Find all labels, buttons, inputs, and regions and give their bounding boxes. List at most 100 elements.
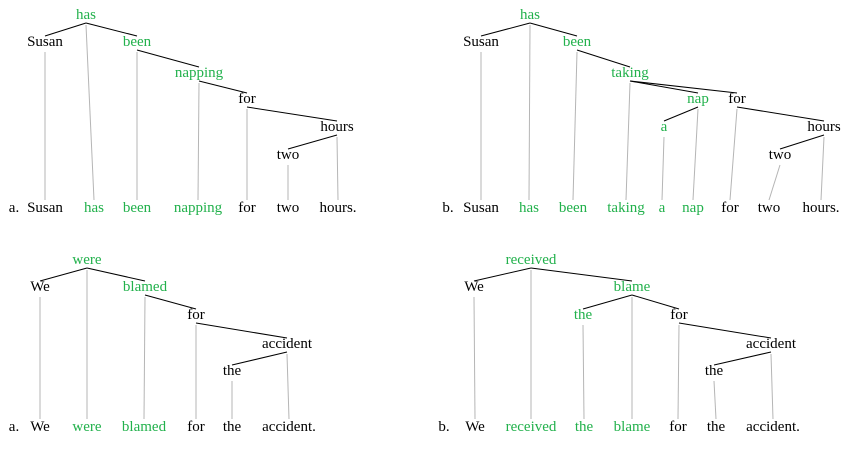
tree-node-taking: taking <box>611 65 649 81</box>
tree-edge <box>473 267 532 282</box>
tree-edge <box>86 267 146 282</box>
tree-edge <box>678 322 772 339</box>
tree-node-two: two <box>276 147 300 163</box>
word-drop-line <box>677 324 680 420</box>
sentence-word: accident. <box>262 419 316 435</box>
tree-edge <box>529 22 578 37</box>
sentence-word: nap <box>682 200 704 216</box>
tree-node-been: been <box>562 34 592 50</box>
word-drop-line <box>286 353 290 420</box>
sentence-word: the <box>574 419 594 435</box>
tree-node-for: for <box>187 307 205 323</box>
sentence-word: hours. <box>802 200 840 216</box>
word-drop-line <box>85 24 95 201</box>
tree-edge <box>195 322 288 339</box>
tree-node-accident: accident <box>262 336 312 352</box>
tree-edge <box>246 106 338 122</box>
tree-node-for: for <box>670 307 688 323</box>
sentence-label: b. <box>438 419 450 435</box>
tree-node-the-det: the <box>573 307 593 323</box>
sentence-word: napping <box>173 200 223 216</box>
sentence-word: blamed <box>121 419 167 435</box>
tree-edge <box>629 80 738 94</box>
sentence-word: blame <box>613 419 651 435</box>
tree-node-were: were <box>72 252 102 268</box>
tree-node-for: for <box>728 91 746 107</box>
tree-edge <box>136 49 200 68</box>
sentence-word: two <box>757 200 781 216</box>
sentence-word: been <box>122 200 152 216</box>
tree-edge <box>631 294 680 310</box>
tree-node-susan: Susan <box>463 34 499 50</box>
sentence-word: two <box>276 200 300 216</box>
word-drop-line <box>625 82 631 201</box>
tree-edge <box>576 49 631 68</box>
sentence-word: the <box>706 419 726 435</box>
word-drop-line <box>820 136 825 201</box>
word-drop-line <box>473 296 476 420</box>
word-drop-line <box>336 136 339 201</box>
sentence-word: Susan <box>463 200 499 216</box>
sentence-word: taking <box>607 200 645 216</box>
tree-node-two: two <box>768 147 792 163</box>
tree-edge <box>287 134 338 150</box>
tree-node-nap: nap <box>687 91 709 107</box>
tree-node-blamed: blamed <box>122 279 168 295</box>
sentence-word: hours. <box>319 200 357 216</box>
word-drop-line <box>143 296 146 420</box>
tree-edge <box>713 351 772 366</box>
tree-node-we: We <box>464 279 484 295</box>
tree-node-for: for <box>238 91 256 107</box>
tree-edge <box>39 267 88 282</box>
tree-edge <box>779 134 825 150</box>
sentence-word: has <box>84 200 104 216</box>
sentence-word: the <box>222 419 242 435</box>
word-drop-line <box>729 108 738 201</box>
tree-node-the: the <box>222 363 242 379</box>
tree-node-a: a <box>660 119 668 135</box>
sentence-label: a. <box>8 200 20 216</box>
sentence-word: received <box>505 419 557 435</box>
tree-node-has: has <box>76 7 96 23</box>
word-drop-line <box>713 380 717 420</box>
tree-edge <box>582 294 633 310</box>
word-drop-line <box>528 24 531 201</box>
tree-node-accident: accident <box>746 336 796 352</box>
tree-edge <box>629 80 699 94</box>
sentence-word: for <box>187 419 205 435</box>
word-drop-line <box>572 51 578 201</box>
sentence-word: were <box>72 419 102 435</box>
word-drop-line <box>692 108 699 201</box>
tree-edge <box>198 80 248 94</box>
tree-edge <box>85 22 138 37</box>
tree-edge <box>736 106 825 122</box>
tree-node-been: been <box>122 34 152 50</box>
tree-node-the: the <box>704 363 724 379</box>
sentence-word: We <box>30 419 50 435</box>
tree-edge <box>663 106 699 122</box>
sentence-word: for <box>238 200 256 216</box>
sentence-word: been <box>558 200 588 216</box>
tree-node-susan: Susan <box>27 34 63 50</box>
sentence-word: for <box>669 419 687 435</box>
sentence-word: a <box>658 200 666 216</box>
tree-node-napping: napping <box>174 65 224 81</box>
tree-edge <box>480 22 531 37</box>
tree-node-received: received <box>505 252 557 268</box>
tree-node-we: We <box>30 279 50 295</box>
sentence-label: a. <box>8 419 20 435</box>
tree-node-hours: hours <box>807 119 841 135</box>
tree-edge <box>44 22 87 37</box>
sentence-label: b. <box>442 200 454 216</box>
word-drop-line <box>582 324 585 420</box>
word-drop-line <box>197 82 200 201</box>
word-drop-line <box>768 164 781 201</box>
tree-edge <box>231 351 288 366</box>
sentence-word: Susan <box>27 200 63 216</box>
tree-edge <box>144 294 197 310</box>
tree-node-has: has <box>520 7 540 23</box>
word-drop-line <box>770 353 774 420</box>
tree-node-blame: blame <box>613 279 651 295</box>
